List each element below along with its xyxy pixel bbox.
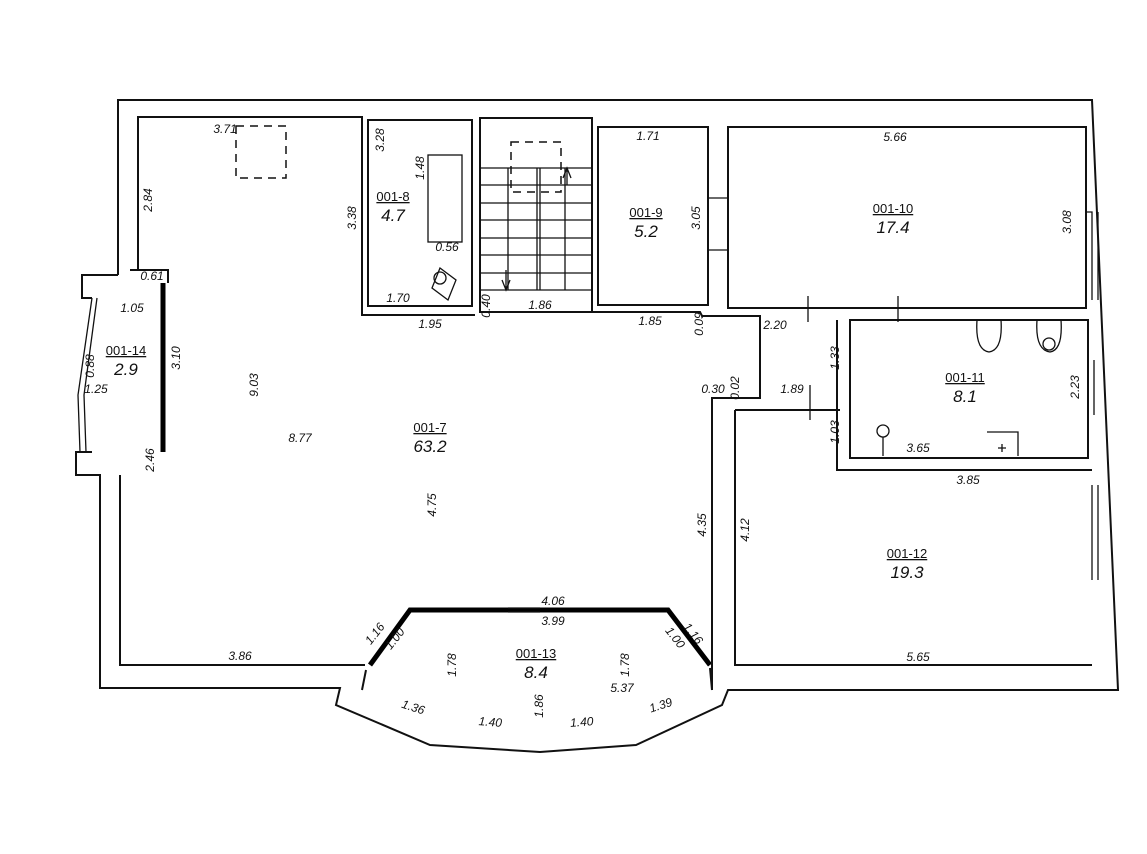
dimension-label: 3.38: [345, 206, 359, 230]
dimension-label: 1.95: [418, 317, 442, 331]
main-room-walls: [119, 116, 761, 691]
room-id-label: 001-9: [629, 205, 662, 220]
dimension-label: 2.20: [762, 318, 787, 332]
dimension-label: 0.61: [140, 269, 163, 283]
dimension-label: 3.65: [906, 441, 930, 455]
dimension-label: 2.46: [143, 448, 157, 473]
dimension-label: 2.84: [141, 188, 155, 213]
dimension-label: 1.89: [780, 382, 804, 396]
dimension-label: 3.71: [213, 122, 236, 136]
dimension-label: 0.88: [83, 354, 97, 378]
dimension-label: 3.85: [956, 473, 980, 487]
dimension-label: 0.30: [701, 382, 725, 396]
room-id-label: 001-11: [945, 370, 985, 385]
room-walls-right: [597, 126, 1099, 666]
dimension-label: 1.70: [386, 291, 410, 305]
dimension-label: 1.85: [638, 314, 662, 328]
room-area-label: 19.3: [890, 563, 924, 582]
room-id-label: 001-13: [516, 646, 556, 661]
room-id-label: 001-12: [887, 546, 927, 561]
room-id-label: 001-10: [873, 201, 913, 216]
room-area-label: 4.7: [381, 206, 405, 225]
dimension-label: 5.37: [610, 681, 635, 695]
room-area-label: 8.4: [524, 663, 548, 682]
room-area-label: 17.4: [876, 218, 909, 237]
dimension-label: 1.71: [636, 129, 659, 143]
dimension-label: 1.40: [478, 714, 503, 730]
room-001-8-walls: [367, 119, 473, 307]
dimension-label: 3.28: [373, 128, 387, 152]
outer-walls: [75, 99, 1120, 754]
dashed-opening: [235, 125, 287, 179]
room-area-label: 63.2: [413, 437, 447, 456]
dimension-label: 3.10: [169, 346, 183, 370]
dimension-label: 0.56: [435, 240, 459, 254]
dimension-label: 5.66: [883, 130, 907, 144]
dimension-label: 0.02: [728, 376, 742, 400]
dimension-label: 1.86: [532, 694, 546, 718]
dimension-label: 3.08: [1060, 210, 1074, 234]
dimension-label: 5.65: [906, 650, 930, 664]
dimension-label: 1.03: [828, 420, 842, 444]
dimension-label: 4.75: [425, 493, 439, 517]
dimension-label: 4.06: [541, 594, 565, 608]
dimension-label: 1.33: [828, 346, 842, 370]
room-id-label: 001-14: [106, 343, 146, 358]
dimension-label: 1.48: [413, 156, 427, 180]
dimension-label: 0.40: [479, 294, 493, 318]
room-area-label: 5.2: [634, 222, 658, 241]
dimension-label: 1.25: [84, 382, 108, 396]
dimension-label: 1.36: [400, 697, 427, 718]
room-area-label: 8.1: [953, 387, 977, 406]
dimension-label: 4.12: [738, 518, 752, 542]
dimension-label: 2.23: [1068, 375, 1082, 400]
room-id-label: 001-7: [413, 420, 446, 435]
dimension-label: 1.39: [647, 695, 674, 716]
dimension-label: 1.78: [445, 653, 459, 677]
room-id-label: 001-8: [376, 189, 409, 204]
dimension-label: 3.05: [689, 206, 703, 230]
dimension-label: 9.03: [247, 373, 261, 397]
dimension-label: 3.86: [228, 649, 252, 663]
dimension-label: 0.09: [692, 312, 706, 336]
dimension-label: 4.35: [695, 513, 709, 537]
dimension-label: 3.99: [541, 614, 565, 628]
dimension-label: 1.40: [570, 714, 595, 730]
dimension-label: 8.77: [288, 431, 313, 445]
dimension-label: 1.86: [528, 298, 552, 312]
dimension-label: 1.78: [618, 653, 632, 677]
dimension-label: 1.05: [120, 301, 144, 315]
room-area-label: 2.9: [113, 360, 138, 379]
staircase[interactable]: [479, 117, 593, 313]
